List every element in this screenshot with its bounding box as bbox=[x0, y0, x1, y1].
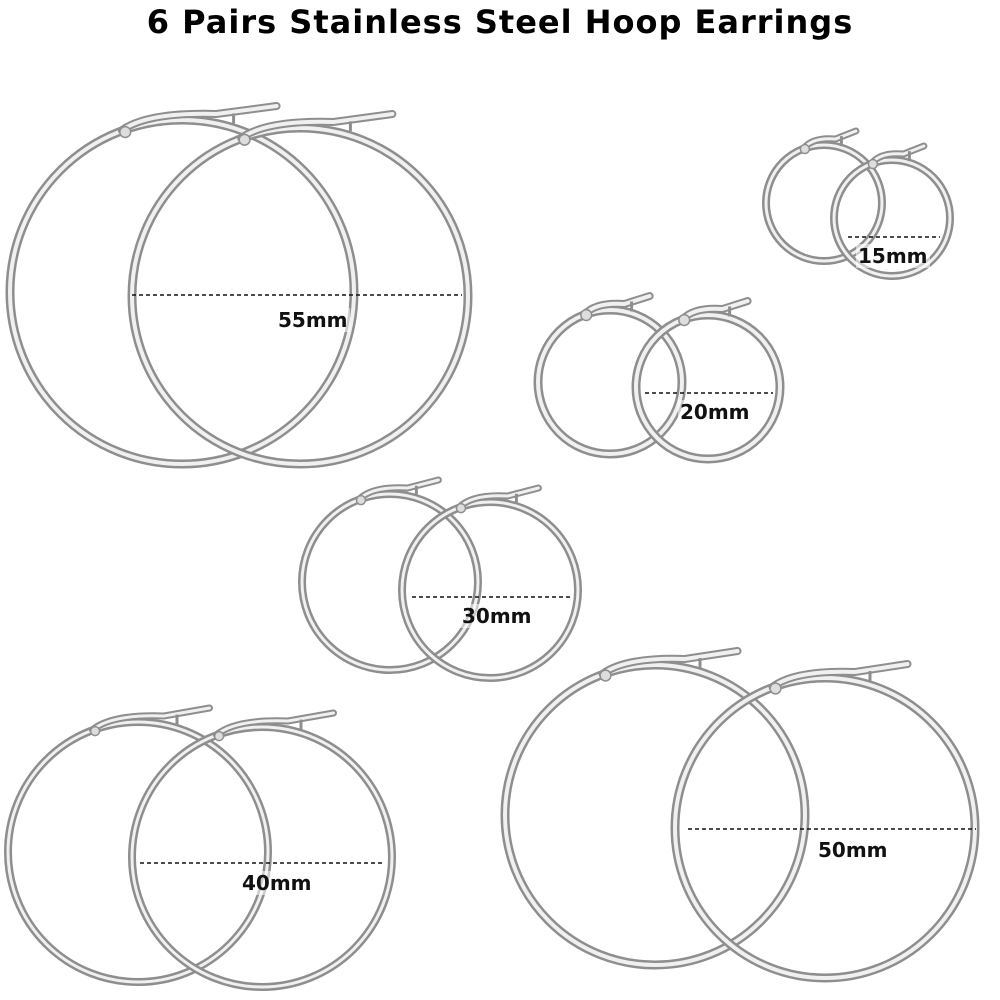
hoop-50mm-right bbox=[670, 660, 980, 983]
hoop-30mm-left bbox=[298, 476, 482, 674]
hoop-20mm-left bbox=[533, 292, 687, 459]
size-label-20mm: 20mm bbox=[678, 400, 752, 424]
hoop-30mm-right bbox=[398, 484, 582, 682]
hoop-55mm-left bbox=[5, 102, 359, 469]
product-title: 6 Pairs Stainless Steel Hoop Earrings bbox=[146, 3, 854, 41]
size-label-30mm: 30mm bbox=[460, 604, 534, 628]
size-label-50mm: 50mm bbox=[816, 838, 890, 862]
hoop-55mm-right bbox=[127, 110, 473, 469]
hoop-40mm-left bbox=[4, 704, 272, 986]
hoop-40mm-right bbox=[128, 709, 396, 991]
hoop-20mm-right bbox=[631, 297, 785, 464]
hoop-15mm-right bbox=[830, 142, 954, 280]
size-label-40mm: 40mm bbox=[240, 871, 314, 895]
size-label-55mm: 55mm bbox=[276, 308, 350, 332]
hoop-15mm-left bbox=[762, 127, 886, 265]
hoop-50mm-left bbox=[500, 647, 810, 970]
size-label-15mm: 15mm bbox=[856, 244, 930, 268]
